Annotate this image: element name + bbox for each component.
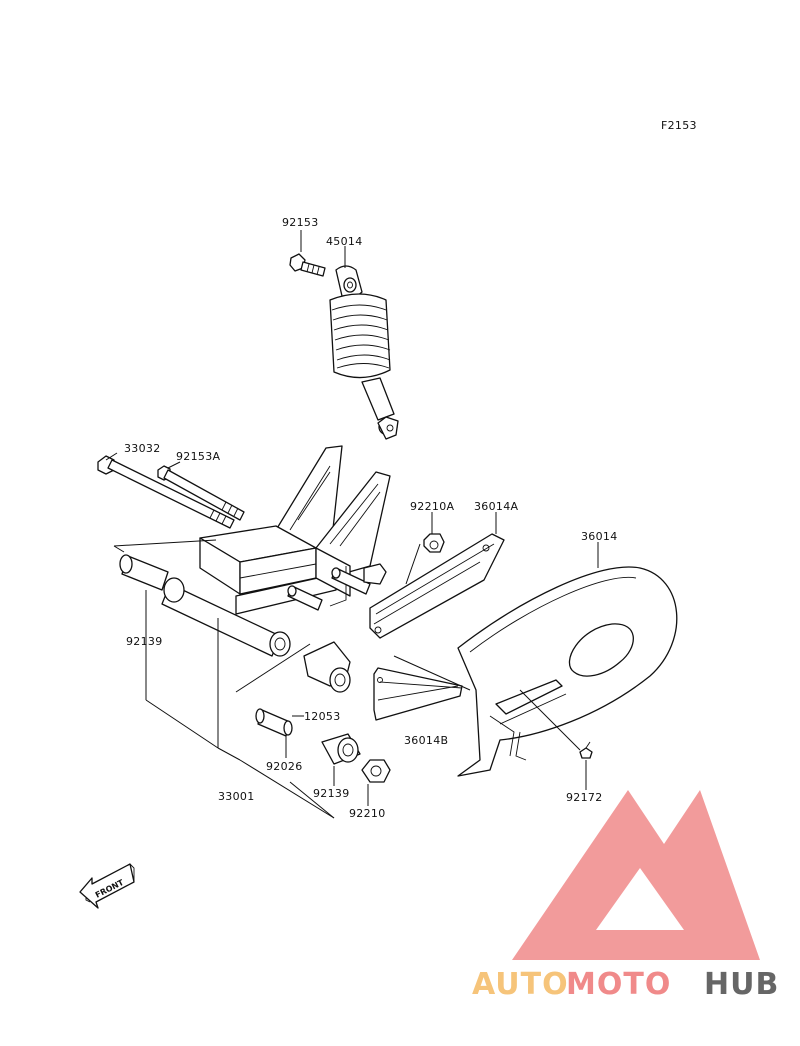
label-92026: 92026 (266, 760, 303, 773)
label-33032: 33032 (124, 442, 161, 455)
leader-lines (105, 230, 599, 819)
front-arrow-icon: FRONT (79, 863, 135, 909)
bushing-12053 (303, 641, 351, 693)
label-36014B: 36014B (404, 734, 448, 747)
bolt-33032 (97, 455, 235, 529)
watermark-moto: MOTO (566, 967, 671, 1002)
nut-92210 (361, 759, 391, 783)
label-36014: 36014 (581, 530, 618, 543)
watermark-text: AUTO MOTO HUB (472, 967, 779, 1002)
part-labels: 92153 45014 33032 92153A 92210A 36014A 3… (124, 216, 618, 820)
label-36014A: 36014A (474, 500, 518, 513)
collar-92139-right (321, 733, 361, 765)
chain-guard-36014B (373, 667, 463, 721)
chain-case-36014 (457, 566, 678, 777)
sleeve-92026 (255, 708, 293, 737)
label-12053: 12053 (304, 710, 341, 723)
watermark-logo-icon (512, 790, 760, 960)
label-92153: 92153 (282, 216, 319, 229)
label-92210: 92210 (349, 807, 386, 820)
screw-92172 (579, 741, 593, 759)
label-92139-right: 92139 (313, 787, 350, 800)
shock-absorber (289, 253, 399, 440)
chain-guard-36014A (369, 533, 505, 639)
label-45014: 45014 (326, 235, 363, 248)
label-92172: 92172 (566, 791, 603, 804)
label-92139-left: 92139 (126, 635, 163, 648)
watermark-hub: HUB (704, 967, 779, 1002)
figure-id: F2153 (661, 119, 697, 132)
watermark-auto: AUTO (472, 967, 569, 1002)
label-92153A: 92153A (176, 450, 220, 463)
nut-92210A (423, 533, 445, 553)
label-92210A: 92210A (410, 500, 454, 513)
label-33001: 33001 (218, 790, 255, 803)
bolt-92153A (157, 465, 245, 521)
bolt-92153 (289, 253, 326, 277)
swing-arm-33001 (161, 445, 391, 657)
collar-92139-left (119, 554, 169, 591)
